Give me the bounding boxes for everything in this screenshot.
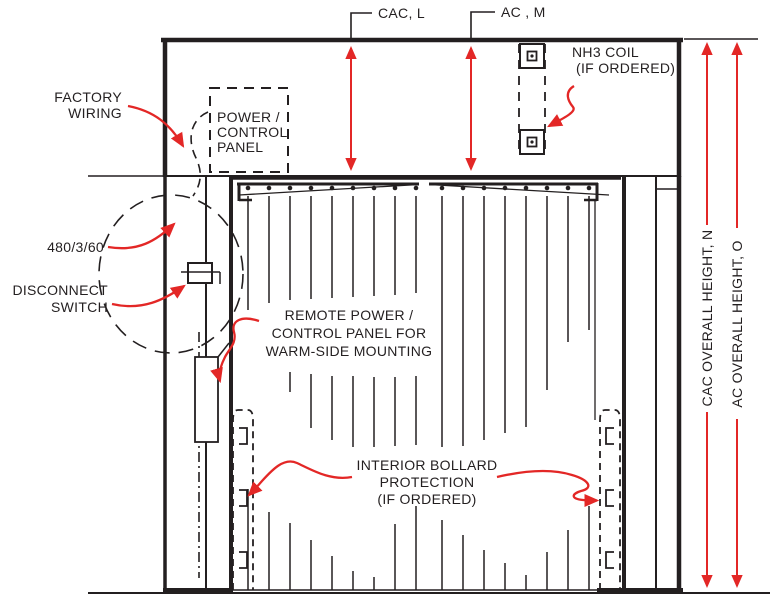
label-bollard-line1: INTERIOR BOLLARD (357, 457, 498, 473)
label-remote-panel-line2: CONTROL PANEL FOR (272, 325, 427, 341)
nh3-coil-symbol (518, 43, 546, 155)
power-control-panel-box (190, 87, 289, 197)
label-disconnect-line2: SWITCH (51, 299, 108, 315)
bollard-right (599, 409, 621, 590)
building-structure (88, 37, 770, 594)
label-power-panel-line3: PANEL (217, 139, 263, 155)
label-voltage: 480/3/60 (47, 239, 104, 255)
label-disconnect-line1: DISCONNECT (12, 282, 108, 298)
label-power-panel-line1: POWER / (217, 109, 280, 125)
label-bollard-line3: (IF ORDERED) (377, 491, 476, 507)
label-power-panel-line2: CONTROL (217, 124, 288, 140)
label-bollard-line2: PROTECTION (380, 474, 475, 490)
label-remote-panel-line3: WARM-SIDE MOUNTING (266, 343, 433, 359)
strip-curtain-strips (247, 196, 590, 590)
disconnect-switch-symbol (181, 262, 221, 284)
mounting-studs (245, 185, 592, 191)
strip-curtain-header (233, 176, 621, 420)
label-remote-panel-line1: REMOTE POWER / (285, 307, 414, 323)
labels: CAC, L AC , M NH3 COIL (IF ORDERED) FACT… (12, 4, 745, 507)
label-nh3-coil-line2: (IF ORDERED) (576, 60, 675, 76)
label-factory-wiring-line1: FACTORY (54, 89, 122, 105)
dimension-annotations (107, 42, 743, 588)
label-cac-overall-height: CAC OVERALL HEIGHT, N (699, 230, 715, 407)
label-leader-lines (350, 11, 495, 41)
label-factory-wiring-line2: WIRING (68, 105, 122, 121)
label-nh3-coil-line1: NH3 COIL (572, 44, 639, 60)
label-ac-m: AC , M (501, 4, 546, 20)
label-cac-l: CAC, L (378, 5, 425, 21)
label-ac-overall-height: AC OVERALL HEIGHT, O (729, 240, 745, 407)
bollard-left (232, 409, 254, 590)
factory-wiring-loop (98, 194, 244, 578)
